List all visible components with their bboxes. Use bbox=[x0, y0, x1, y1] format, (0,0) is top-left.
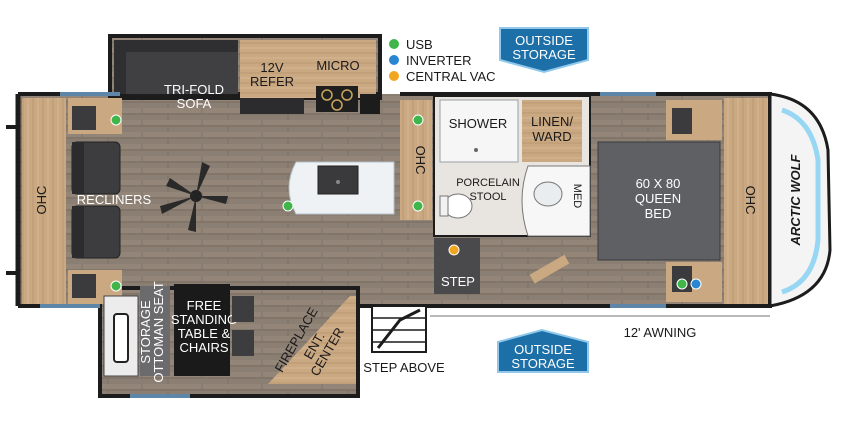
bed-label-3: BED bbox=[645, 206, 672, 221]
recliner-top-back bbox=[72, 142, 84, 194]
window-bed-top bbox=[600, 92, 656, 96]
burner-1 bbox=[321, 89, 333, 101]
front-cap-glow bbox=[781, 107, 821, 295]
window-rear-top bbox=[60, 92, 120, 96]
outside-storage-top-line2: STORAGE bbox=[512, 47, 576, 62]
table-label-2: STANDING bbox=[171, 312, 237, 327]
outside-storage-bottom: OUTSIDE STORAGE bbox=[497, 328, 589, 373]
outside-storage-top-line1: OUTSIDE bbox=[515, 33, 573, 48]
linen-label-2: WARD bbox=[532, 129, 571, 144]
table-label-4: CHAIRS bbox=[179, 340, 228, 355]
chair-2 bbox=[232, 330, 254, 356]
brand-logo: ARCTIC WOLF bbox=[788, 153, 803, 246]
shower bbox=[439, 99, 519, 163]
window-rear-bottom bbox=[40, 304, 100, 308]
side-window bbox=[113, 313, 129, 363]
bed bbox=[597, 141, 721, 261]
inverter-marker bbox=[690, 278, 702, 290]
sofa-back bbox=[114, 40, 238, 52]
shower-drain bbox=[474, 148, 478, 152]
outside-storage-top: OUTSIDE STORAGE bbox=[499, 27, 589, 74]
ohc-mid-label: OHC bbox=[413, 146, 428, 175]
sofa-label-1: TRI-FOLD bbox=[164, 82, 224, 97]
step-label: STEP bbox=[441, 274, 475, 289]
legend: USB INVERTER CENTRAL VAC bbox=[389, 37, 496, 84]
nightstand-top-inner bbox=[672, 108, 692, 134]
cooktop bbox=[316, 86, 358, 112]
usb-marker bbox=[412, 114, 424, 126]
outside-storage-bottom-line2: STORAGE bbox=[511, 356, 575, 371]
ceiling-fan-icon bbox=[160, 162, 228, 232]
legend-usb-dot bbox=[389, 39, 399, 49]
sink-drain bbox=[336, 180, 340, 184]
window-dining bbox=[130, 394, 190, 398]
stool-label-1: PORCELAIN bbox=[456, 177, 520, 189]
linen-cabinet bbox=[522, 100, 582, 162]
entry-steps bbox=[371, 305, 427, 353]
usb-marker bbox=[110, 280, 122, 292]
legend-central-vac-dot bbox=[389, 71, 399, 81]
recliners-label: RECLINERS bbox=[77, 192, 152, 207]
legend-inverter-label: INVERTER bbox=[406, 53, 472, 68]
sofa-arm-left bbox=[114, 40, 126, 94]
window-bed-bottom bbox=[610, 304, 666, 308]
usb-markers bbox=[110, 114, 688, 292]
sofa-label-2: SOFA bbox=[177, 96, 212, 111]
toilet-tank bbox=[439, 195, 449, 217]
micro-label: MICRO bbox=[316, 58, 359, 73]
burner-2 bbox=[341, 89, 353, 101]
ottoman-seat bbox=[140, 286, 170, 376]
usb-marker bbox=[282, 200, 294, 212]
bedroom-door bbox=[529, 254, 570, 284]
refer-label-1: 12V bbox=[260, 60, 283, 75]
end-table-bottom-inner bbox=[72, 274, 96, 298]
legend-inverter-dot bbox=[389, 55, 399, 65]
table-label-3: TABLE & bbox=[178, 326, 231, 341]
dining-table bbox=[174, 284, 230, 376]
linen-label-1: LINEN/ bbox=[531, 114, 573, 129]
ohc-left-label: OHC bbox=[34, 186, 49, 215]
refer-label-2: REFER bbox=[250, 74, 294, 89]
ottoman-label-1: STORAGE bbox=[138, 300, 153, 364]
usb-marker bbox=[412, 200, 424, 212]
outside-storage-bottom-line1: OUTSIDE bbox=[514, 342, 572, 357]
ohc-right-cabinet bbox=[724, 98, 768, 304]
stool-label-2: STOOL bbox=[469, 191, 506, 203]
rear-post-top bbox=[6, 125, 20, 129]
med-label: MED bbox=[571, 184, 583, 209]
refer-cabinet bbox=[240, 40, 304, 98]
chair-1 bbox=[232, 296, 254, 322]
recliner-bottom-back bbox=[72, 206, 84, 258]
rear-post-bottom bbox=[6, 271, 20, 275]
ent-center-cabinet bbox=[268, 296, 356, 384]
legend-central-vac-label: CENTRAL VAC bbox=[406, 69, 496, 84]
usb-marker bbox=[110, 114, 122, 126]
legend-usb-label: USB bbox=[406, 37, 433, 52]
table-label-1: FREE bbox=[187, 298, 222, 313]
ohc-right-label: OHC bbox=[743, 186, 758, 215]
step-above-label: STEP ABOVE bbox=[363, 360, 445, 375]
burner-3 bbox=[331, 99, 343, 111]
bed-label-1: 60 X 80 bbox=[636, 176, 681, 191]
central-vac-marker bbox=[448, 244, 460, 256]
end-table-top-inner bbox=[72, 106, 96, 130]
shower-label: SHOWER bbox=[449, 116, 508, 131]
vanity-sink bbox=[533, 181, 563, 207]
awning-label: 12' AWNING bbox=[624, 325, 697, 340]
range-hood-edge bbox=[360, 94, 380, 114]
bed-label-2: QUEEN bbox=[635, 191, 681, 206]
usb-marker bbox=[676, 278, 688, 290]
refer-base bbox=[240, 98, 304, 114]
ohc-left-cabinet bbox=[22, 98, 66, 304]
ottoman-label-2: OTTOMAN SEAT bbox=[151, 281, 166, 382]
